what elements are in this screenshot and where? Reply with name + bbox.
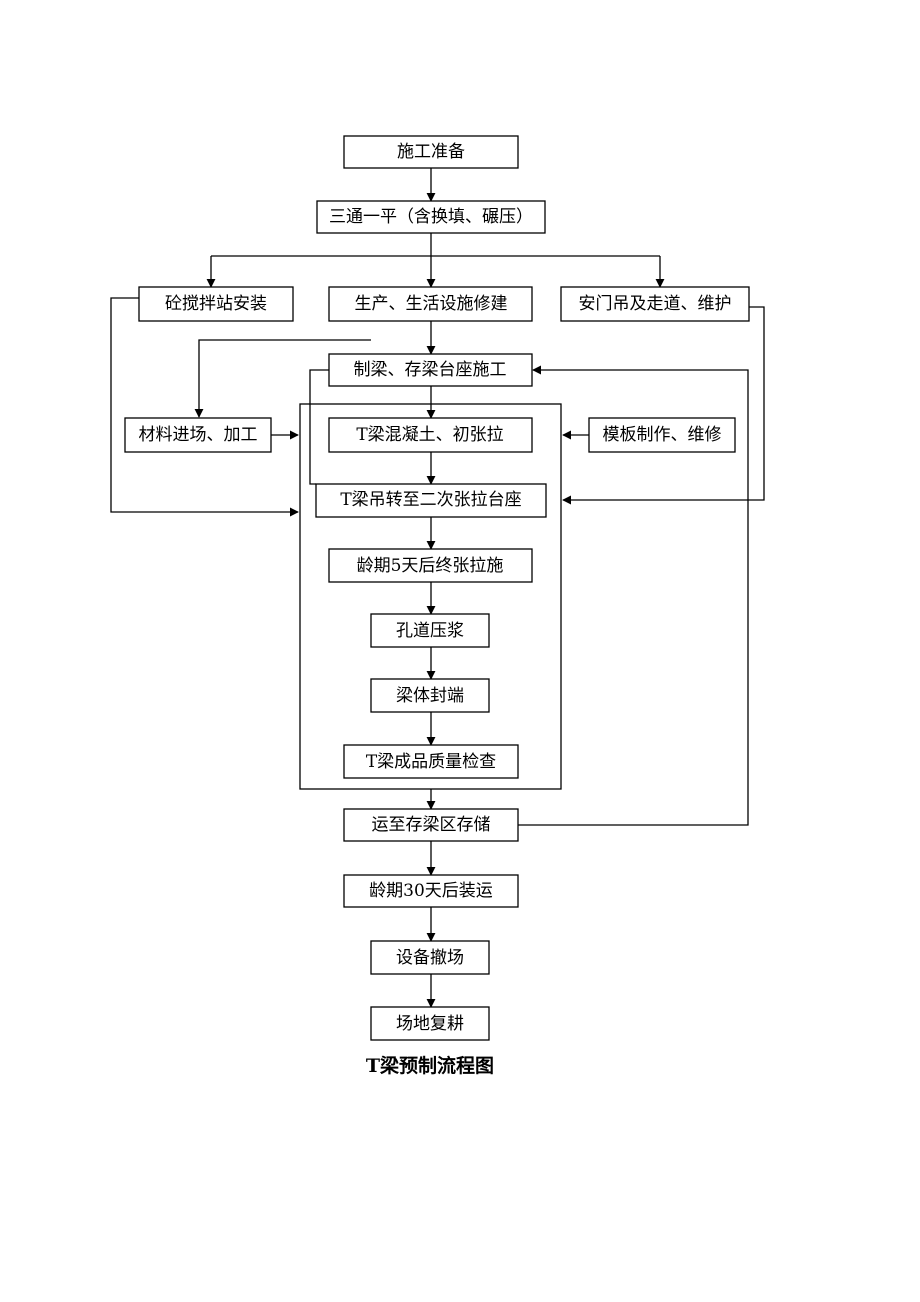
node-shipping-label: 龄期30天后装运 <box>369 881 493 901</box>
node-final-tension-label: 龄期5天后终张拉施 <box>357 556 504 576</box>
node-shipping: 龄期30天后装运 <box>343 874 519 908</box>
node-grouting-label: 孔道压浆 <box>396 621 464 641</box>
node-materials-label: 材料进场、加工 <box>139 425 258 445</box>
edge-pedestal-loop-line <box>309 369 329 485</box>
edge-mixing-station-to-frame <box>110 297 299 517</box>
node-demob: 设备撤场 <box>370 940 490 975</box>
node-gantry-label: 安门吊及走道、维护 <box>579 294 732 314</box>
node-formwork-label: 模板制作、维修 <box>603 425 722 445</box>
node-pedestal-label: 制梁、存梁台座施工 <box>354 360 507 380</box>
node-concrete: T梁混凝土、初张拉 <box>328 417 533 453</box>
node-sealing: 梁体封端 <box>370 678 490 713</box>
node-inspection: T梁成品质量检查 <box>343 744 519 779</box>
node-leveling: 三通一平（含换填、碾压） <box>316 200 546 234</box>
node-inspection-label: T梁成品质量检查 <box>366 752 496 772</box>
node-gantry: 安门吊及走道、维护 <box>560 286 750 322</box>
node-restore-label: 场地复耕 <box>396 1014 464 1034</box>
node-leveling-label: 三通一平（含换填、碾压） <box>329 207 533 227</box>
node-pedestal: 制梁、存梁台座施工 <box>328 353 533 387</box>
node-final-tension: 龄期5天后终张拉施 <box>328 548 533 583</box>
node-transfer-label: T梁吊转至二次张拉台座 <box>340 490 521 510</box>
node-prep: 施工准备 <box>343 135 519 169</box>
node-grouting: 孔道压浆 <box>370 613 490 648</box>
diagram-title: T梁预制流程图 <box>366 1054 494 1077</box>
node-mixing-station-label: 砼搅拌站安装 <box>165 294 267 314</box>
node-formwork: 模板制作、维修 <box>588 417 736 453</box>
node-restore: 场地复耕 <box>370 1006 490 1041</box>
node-demob-label: 设备撤场 <box>396 948 464 968</box>
node-storage-label: 运至存梁区存储 <box>372 815 491 835</box>
node-transfer: T梁吊转至二次张拉台座 <box>315 483 547 518</box>
flow-edges <box>110 168 765 1008</box>
node-prep-label: 施工准备 <box>397 142 465 162</box>
node-facilities: 生产、生活设施修建 <box>328 286 533 322</box>
node-facilities-label: 生产、生活设施修建 <box>355 294 508 314</box>
node-concrete-label: T梁混凝土、初张拉 <box>356 425 503 445</box>
node-mixing-station: 砼搅拌站安装 <box>138 286 294 322</box>
node-storage: 运至存梁区存储 <box>343 808 519 842</box>
edge-facilities-to-materials <box>194 339 371 418</box>
edge-gantry-to-frame <box>562 306 765 505</box>
edge-storage-to-pedestal <box>518 365 749 826</box>
node-materials: 材料进场、加工 <box>124 417 272 453</box>
node-sealing-label: 梁体封端 <box>396 686 464 706</box>
